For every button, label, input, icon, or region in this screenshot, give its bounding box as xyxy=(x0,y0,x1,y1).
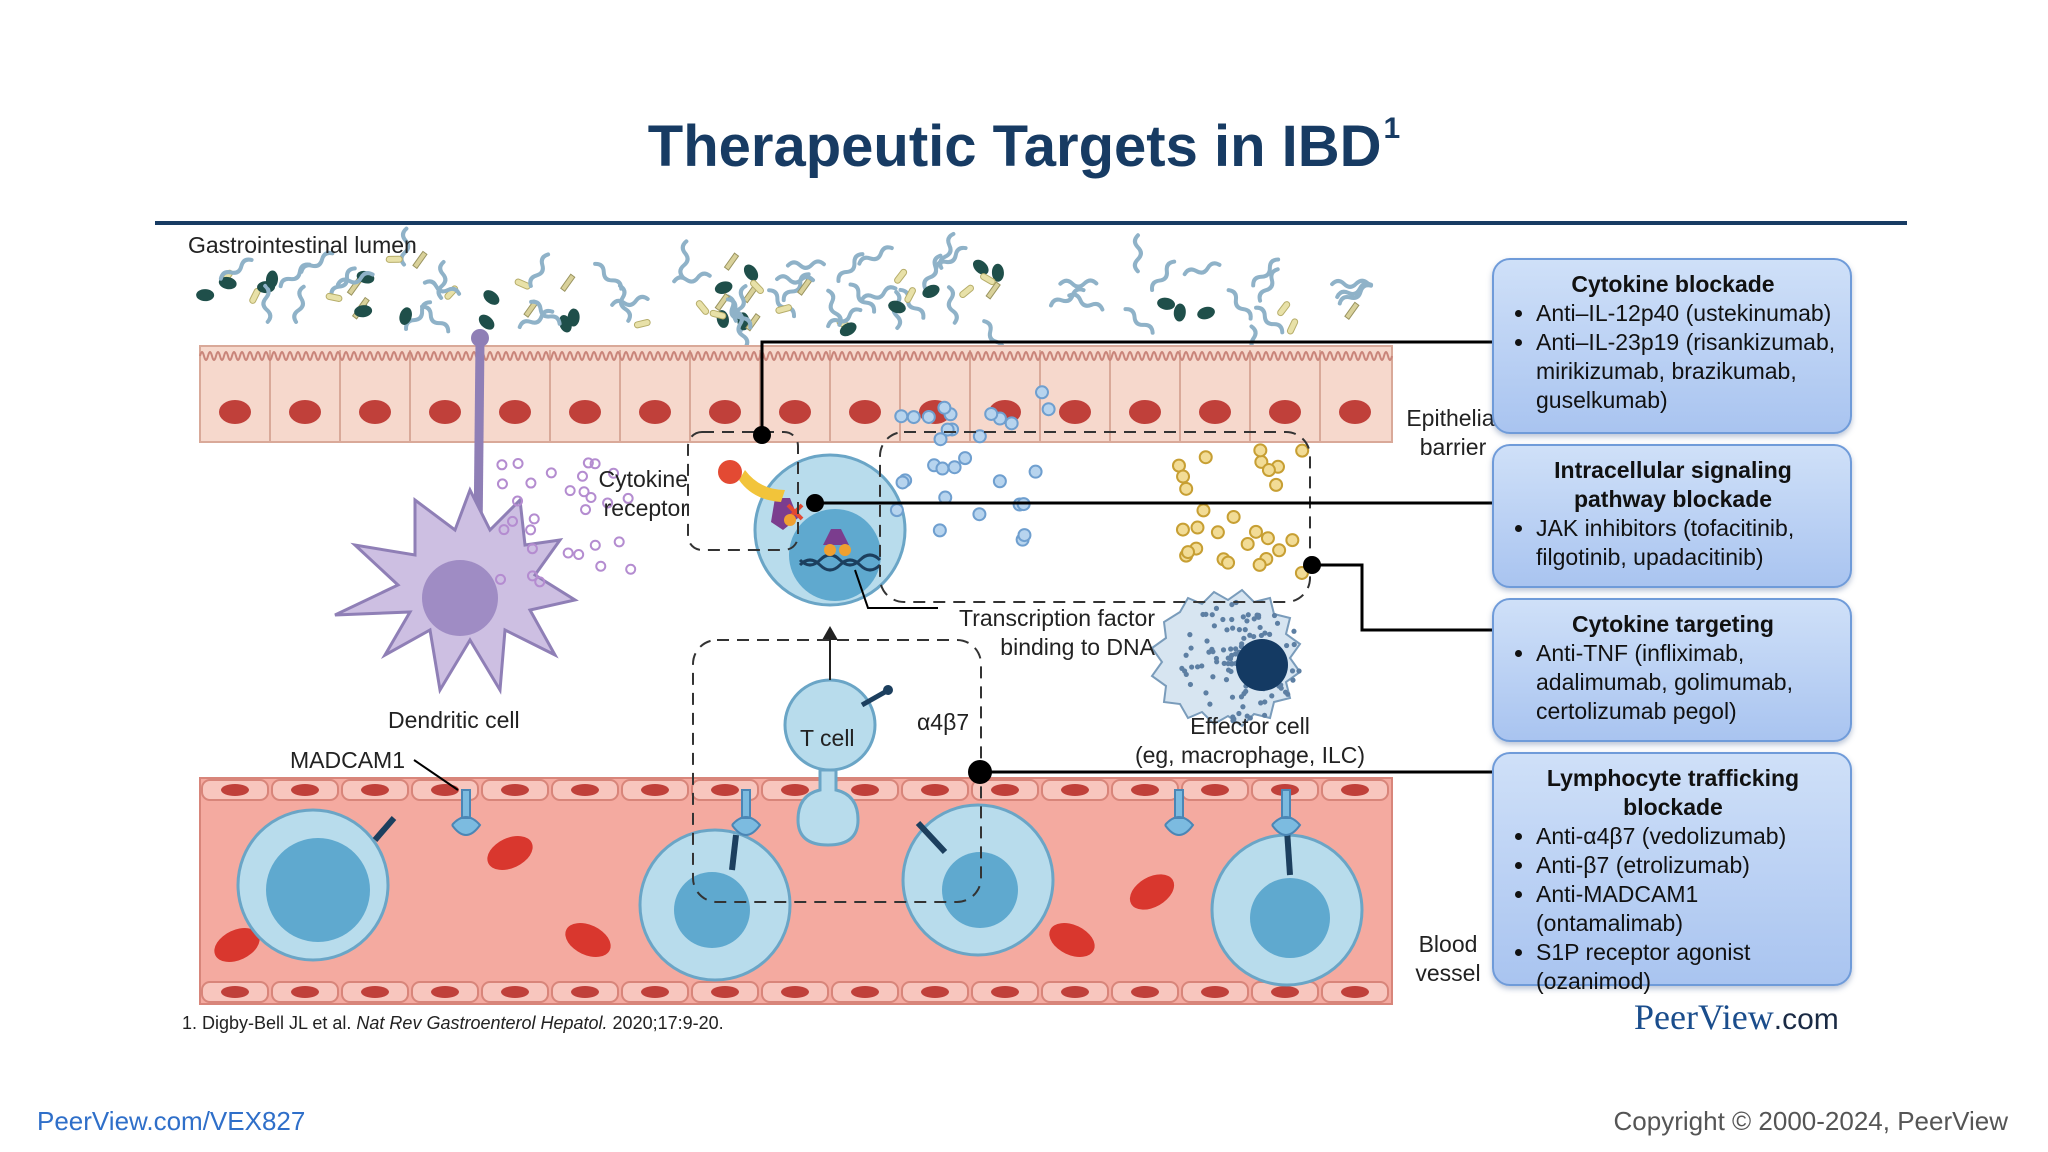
list-item: S1P receptor agonist (ozanimod) xyxy=(1536,938,1840,996)
lymphocytes-in-vessel xyxy=(236,803,1364,987)
list-item: Anti-MADCAM1 (ontamalimab) xyxy=(1536,880,1840,938)
red-blood-cells xyxy=(214,836,1175,962)
epithelial-layer xyxy=(199,345,1393,443)
list-item: JAK inhibitors (tofacitinib, filgotinib,… xyxy=(1536,514,1840,572)
reference: 1. Digby-Bell JL et al. Nat Rev Gastroen… xyxy=(182,1013,724,1033)
t-cell-migrating xyxy=(783,626,893,847)
list-item: Anti-TNF (infliximab, adalimumab, golimu… xyxy=(1536,639,1840,726)
effector-cell-label: Effector cell(eg, macrophage, ILC) xyxy=(1134,713,1366,768)
effector-cell xyxy=(1150,588,1302,728)
slide-title: Therapeutic Targets in IBD1 xyxy=(647,112,1401,179)
t-cell-activated xyxy=(718,453,907,607)
blood-vessel xyxy=(199,777,1393,1005)
copyright: Copyright © 2000-2024, PeerView xyxy=(1613,1106,2008,1136)
dendritic-cell-label: Dendritic cell xyxy=(388,707,520,733)
box-heading: Intracellular signaling pathway blockade xyxy=(1554,457,1792,512)
box-cytokine-blockade: Cytokine blockade Anti–IL-12p40 (ustekin… xyxy=(1492,258,1852,434)
list-item: Anti–IL-12p40 (ustekinumab) xyxy=(1536,299,1840,328)
footer-link[interactable]: PeerView.com/VEX827 xyxy=(37,1106,306,1136)
leader-dots xyxy=(753,426,1321,784)
a4b7-label: α4β7 xyxy=(917,709,970,735)
t-cell-label: T cell xyxy=(800,725,855,751)
list-item: Anti-β7 (etrolizumab) xyxy=(1536,851,1840,880)
title-divider xyxy=(155,221,1907,225)
box-lymphocyte-trafficking: Lymphocyte trafficking blockade Anti-α4β… xyxy=(1492,752,1852,994)
microbiota xyxy=(196,226,1374,364)
box-heading: Cytokine blockade xyxy=(1571,271,1775,297)
lumen-label: Gastrointestinal lumen xyxy=(188,232,417,258)
list-item: Anti–IL-23p19 (risankizumab, mirikizumab… xyxy=(1536,328,1840,415)
madcam1-receptors xyxy=(451,789,1302,836)
madcam1-label: MADCAM1 xyxy=(290,747,406,773)
peerview-logo: PeerView.com xyxy=(1634,997,1839,1037)
box-heading: Lymphocyte trafficking blockade xyxy=(1546,765,1800,820)
box-heading: Cytokine targeting xyxy=(1572,611,1774,637)
box-cytokine-targeting: Cytokine targeting Anti-TNF (infliximab,… xyxy=(1492,598,1852,742)
list-item: Anti-α4β7 (vedolizumab) xyxy=(1536,822,1840,851)
box-intracellular-signaling: Intracellular signaling pathway blockade… xyxy=(1492,444,1852,588)
leader-lines xyxy=(413,340,1494,791)
dendritic-cell xyxy=(334,329,637,695)
cytokines-gold xyxy=(1171,443,1310,580)
